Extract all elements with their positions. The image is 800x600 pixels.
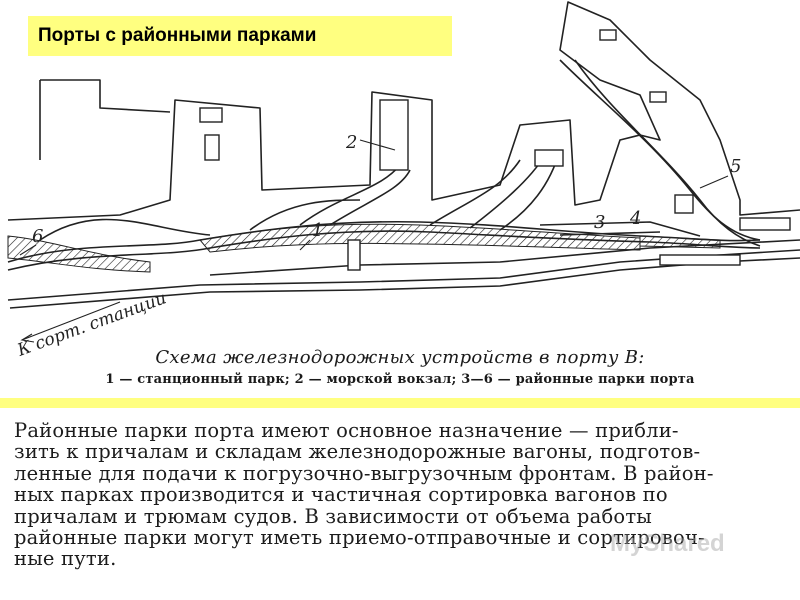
title-banner: Порты с районными парками xyxy=(28,16,452,56)
shoreline xyxy=(7,1,800,221)
scheme-legend: 1 — станционный парк; 2 — морской вокзал… xyxy=(105,372,695,387)
body-paragraph: Районные парки порта имеют основное назн… xyxy=(14,420,790,570)
railway-scheme: 1 2 3 4 5 6 К сорт. станции xyxy=(7,1,800,361)
park-6-hatch xyxy=(7,235,151,273)
body-line: ных парках производится и частичная сорт… xyxy=(14,483,668,507)
highlight-divider xyxy=(0,398,800,408)
park-5-hatch xyxy=(639,235,721,249)
scheme-label-6: 6 xyxy=(32,226,43,247)
scheme-label-3: 3 xyxy=(594,212,605,233)
scheme-label-2: 2 xyxy=(345,132,357,153)
scheme-caption: Схема железнодорожных устройств в порту … xyxy=(155,347,645,368)
body-line: Районные парки порта имеют основное назн… xyxy=(14,419,679,442)
scheme-label-1: 1 xyxy=(312,220,323,241)
body-line: ленные для подачи к погрузочно-выгрузочн… xyxy=(14,461,714,485)
watermark: MyShared xyxy=(610,530,725,557)
body-line: зить к причалам и складам железнодорожны… xyxy=(14,440,701,464)
body-line: ные пути. xyxy=(14,547,117,571)
body-line: районные парки могут иметь приемо-отправ… xyxy=(14,526,705,550)
station-park-hatch xyxy=(199,223,641,253)
page-title: Порты с районными парками xyxy=(38,25,317,46)
scheme-label-5: 5 xyxy=(730,156,741,177)
scheme-label-4: 4 xyxy=(629,208,641,229)
body-line: причалам и трюмам судов. В зависимости о… xyxy=(14,504,653,528)
